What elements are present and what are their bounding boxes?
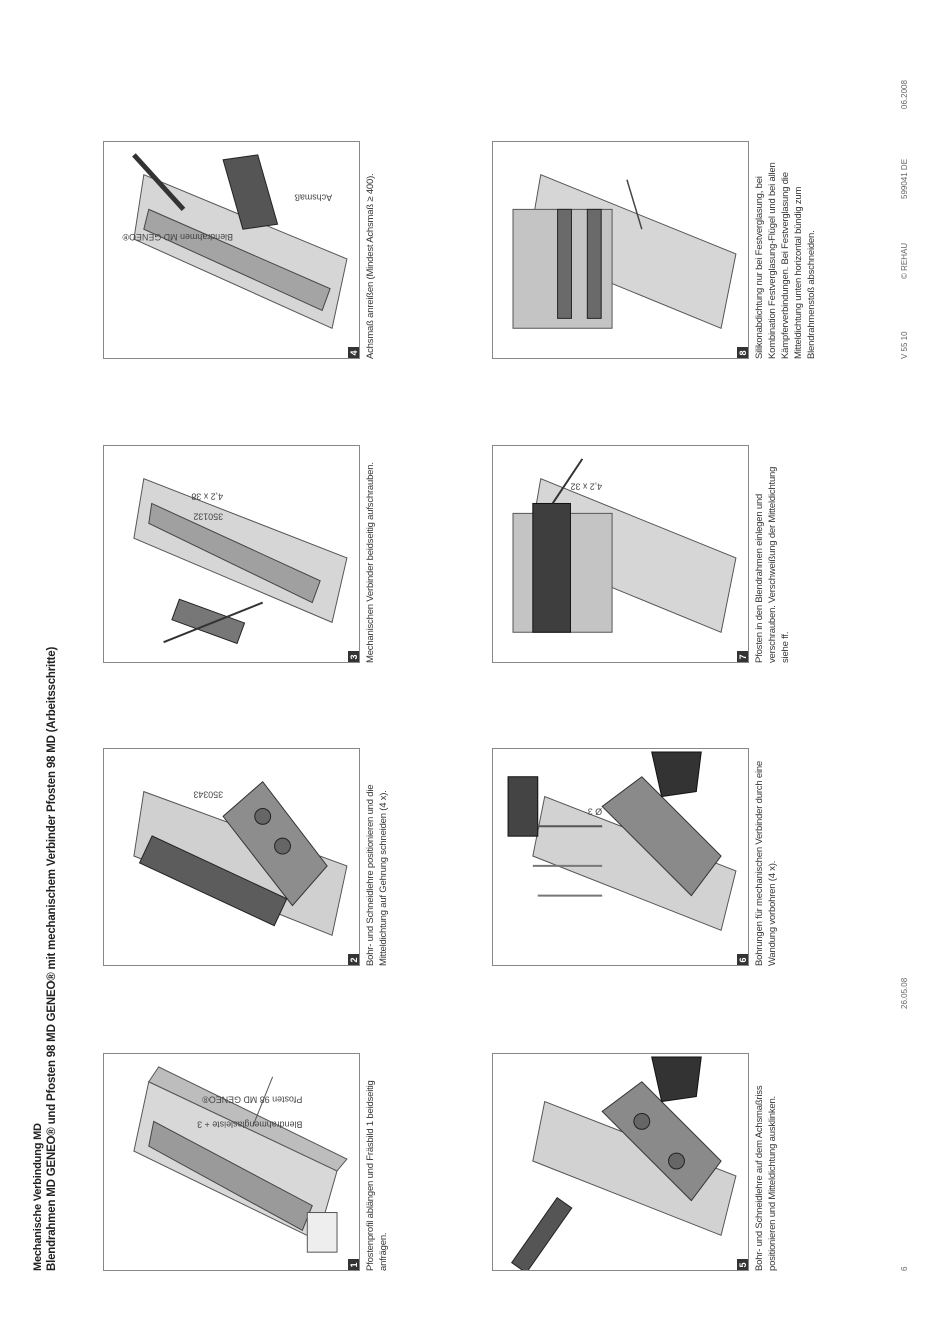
footer-company: © REHAU [900,242,909,279]
step-2-panel: 350343 2 [103,748,360,966]
step-3-label-2: 4,2 x 38 [191,492,223,502]
footer-doc-number: 599041 DE [900,158,909,199]
step-1-illustration: Blendrahmenglasleiste + 3 Pfosten 98 MD … [133,1066,348,1253]
step-5-panel: 5 [492,1053,749,1271]
step-2-caption: Bohr- und Schneidlehre positionieren und… [365,784,389,966]
step-4-illustration: Blendrahmen MD GENEO® Achsmaß [122,153,348,329]
step-3-caption: Mechanischen Verbinder beidseitig aufsch… [365,462,376,663]
footer-edition: 06.2008 [900,80,909,109]
step-5-caption: Bohr- und Schneidlehre auf dem Achsmaßri… [754,1085,778,1271]
page-title: Blendrahmen MD GENEO® und Pfosten 98 MD … [46,646,58,1271]
step-7-label-1: 4,2 x 32 [570,482,602,492]
footer-left-code: V 55 10 [900,331,909,359]
step-1-label-1: Blendrahmenglasleiste + 3 [197,1119,302,1129]
step-4-number: 4 [348,347,360,359]
step-6-number: 6 [737,954,749,966]
step-1-number: 1 [348,1259,360,1271]
section-heading: Mechanische Verbindung MD [32,1123,44,1271]
step-5-number: 5 [737,1259,749,1271]
footer-date: 26.05.08 [900,977,909,1009]
step-4-panel: Blendrahmen MD GENEO® Achsmaß 4 [103,141,360,359]
step-1-panel: Blendrahmenglasleiste + 3 Pfosten 98 MD … [103,1053,360,1271]
step-1-label-2: Pfosten 98 MD GENEO® [202,1095,303,1105]
step-8-illustration [512,174,737,329]
step-7-number: 7 [737,651,749,663]
step-3-label-1: 350132 [193,511,223,521]
step-6-illustration: Ø 3 [507,751,737,931]
step-4-label-1: Blendrahmen MD GENEO® [122,232,233,242]
step-2-number: 2 [348,954,360,966]
step-4-caption: Achsmaß anreißen (Mindest Achsmaß ≥ 400)… [365,173,376,359]
step-7-panel: 4,2 x 32 7 [492,445,749,663]
step-6-caption: Bohrungen für mechanischen Verbinder dur… [754,760,778,966]
step-4-label-2: Achsmaß [294,193,332,203]
step-6-label-1: Ø 3 [588,806,602,816]
step-6-panel: Ø 3 6 [492,748,749,966]
step-8-panel: 8 [492,141,749,359]
step-8-caption: Silikonabdichtung nur bei Festverglasung… [754,162,817,359]
step-2-illustration: 350343 [133,780,348,936]
step-8-number: 8 [737,347,749,359]
step-1-caption: Pfostenprofil ablängen und Fräsbild 1 be… [365,1080,389,1271]
step-3-panel: 350132 4,2 x 38 3 [103,445,360,663]
step-3-illustration: 350132 4,2 x 38 [133,478,348,645]
step-2-label-1: 350343 [193,790,223,800]
page-number: 6 [900,1266,909,1271]
step-7-illustration: 4,2 x 32 [512,458,737,633]
step-7-caption: Pfosten in den Blendrahmen einlegen und … [754,466,791,663]
step-5-illustration [511,1056,737,1270]
step-3-number: 3 [348,651,360,663]
